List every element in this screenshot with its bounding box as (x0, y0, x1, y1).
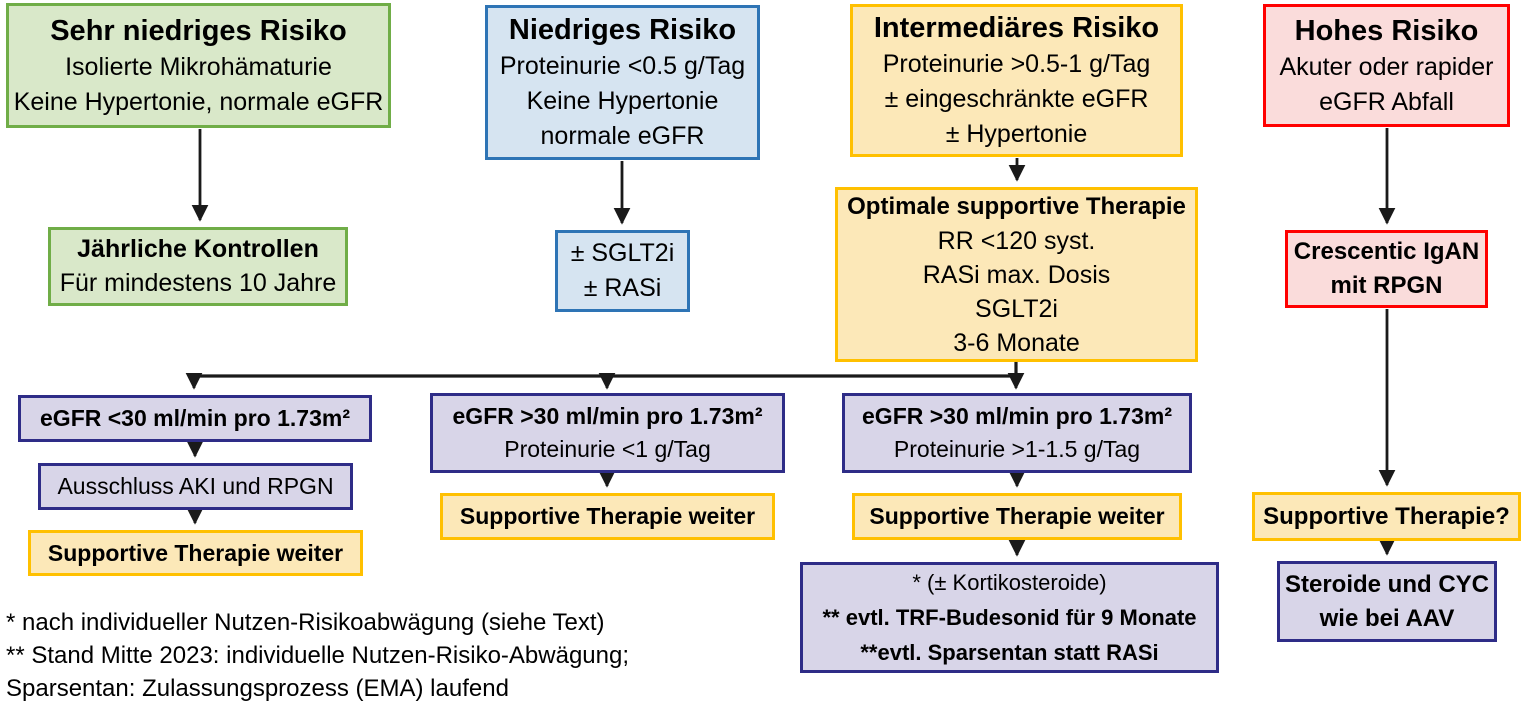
supportive-continue-box-mid: Supportive Therapie weiter (440, 493, 775, 540)
footnote-line: ** Stand Mitte 2023: individuelle Nutzen… (6, 642, 630, 669)
box-line: Supportive Therapie? (1263, 503, 1510, 530)
box-title: Niedriges Risiko (508, 14, 737, 46)
optimal-supportive-therapy-box: Optimale supportive Therapie RR <120 sys… (835, 187, 1198, 362)
box-line: wie bei AAV (1319, 604, 1455, 632)
box-line: Supportive Therapie weiter (47, 539, 344, 566)
high-supportive-question-box: Supportive Therapie? (1252, 492, 1521, 541)
box-line: Ausschluss AKI und RPGN (57, 473, 334, 499)
very-low-risk-header-box: Sehr niedriges Risiko Isolierte Mikrohäm… (6, 3, 391, 128)
box-line: 3-6 Monate (953, 328, 1080, 357)
box-line: Crescentic IgAN (1293, 238, 1480, 265)
supportive-continue-box-right: Supportive Therapie weiter (852, 493, 1182, 540)
box-line: Keine Hypertonie (526, 87, 719, 115)
box-line: mit RPGN (1330, 272, 1443, 299)
footnote-line: Sparsentan: Zulassungsprozess (EMA) lauf… (6, 675, 509, 702)
box-line: RR <120 syst. (937, 226, 1096, 255)
box-line: ± RASi (583, 274, 662, 302)
box-line: eGFR >30 ml/min pro 1.73m² (452, 403, 763, 429)
box-line: Proteinurie >0.5-1 g/Tag (882, 50, 1151, 78)
box-line: Proteinurie >1-1.5 g/Tag (893, 436, 1141, 462)
box-line: * (± Kortikosteroide) (912, 570, 1107, 595)
box-line: eGFR Abfall (1319, 87, 1454, 116)
box-line: Supportive Therapie weiter (459, 503, 756, 529)
exclude-aki-rpgn-box: Ausschluss AKI und RPGN (38, 463, 353, 510)
footnote-line: * nach individueller Nutzen-Risikoabwägu… (6, 609, 605, 636)
box-line: eGFR <30 ml/min pro 1.73m² (40, 405, 350, 431)
egfr-above-30-high-proteinuria-box: eGFR >30 ml/min pro 1.73m² Proteinurie >… (842, 393, 1192, 473)
box-line: SGLT2i (975, 294, 1058, 323)
annual-checkup-box: Jährliche Kontrollen Für mindestens 10 J… (48, 227, 348, 306)
box-line: RASi max. Dosis (922, 260, 1111, 289)
steroids-cyc-box: Steroide und CYC wie bei AAV (1277, 561, 1497, 642)
box-line: Für mindestens 10 Jahre (59, 268, 337, 297)
box-line: Proteinurie <0.5 g/Tag (499, 52, 746, 80)
box-title: Optimale supportive Therapie (847, 192, 1186, 220)
box-title: Sehr niedriges Risiko (50, 14, 347, 47)
intermediate-risk-header-box: Intermediäres Risiko Proteinurie >0.5-1 … (850, 4, 1183, 157)
supportive-continue-box-left: Supportive Therapie weiter (28, 530, 363, 576)
box-line: **evtl. Sparsentan statt RASi (860, 640, 1159, 665)
box-line: Proteinurie <1 g/Tag (504, 436, 711, 462)
footnotes: * nach individueller Nutzen-Risikoabwägu… (6, 606, 629, 705)
high-risk-header-box: Hohes Risiko Akuter oder rapider eGFR Ab… (1263, 4, 1510, 127)
box-title: Intermediäres Risiko (873, 12, 1160, 44)
crescentic-igan-box: Crescentic IgAN mit RPGN (1285, 230, 1488, 308)
box-line: Keine Hypertonie, normale eGFR (13, 87, 384, 116)
box-line: Akuter oder rapider (1279, 52, 1494, 81)
box-line: ± Hypertonie (945, 120, 1088, 148)
box-line: Isolierte Mikrohämaturie (65, 52, 332, 81)
box-line: ± eingeschränkte eGFR (884, 85, 1149, 113)
low-risk-header-box: Niedriges Risiko Proteinurie <0.5 g/Tag … (485, 5, 760, 160)
box-line: ± SGLT2i (570, 239, 675, 267)
branch-trunk-line (194, 362, 1018, 378)
box-line: Jährliche Kontrollen (77, 234, 319, 263)
box-line: Steroide und CYC (1284, 570, 1489, 598)
corticosteroids-budesonide-box: * (± Kortikosteroide) ** evtl. TRF-Budes… (800, 562, 1219, 673)
box-line: Supportive Therapie weiter (869, 503, 1165, 529)
egfr-below-30-box: eGFR <30 ml/min pro 1.73m² (18, 395, 372, 442)
box-line: eGFR >30 ml/min pro 1.73m² (862, 403, 1172, 429)
box-title: Hohes Risiko (1294, 14, 1479, 47)
box-line: ** evtl. TRF-Budesonid für 9 Monate (822, 605, 1197, 630)
egfr-above-30-low-proteinuria-box: eGFR >30 ml/min pro 1.73m² Proteinurie <… (430, 393, 785, 473)
sglt2i-rasi-box: ± SGLT2i ± RASi (555, 230, 690, 312)
box-line: normale eGFR (540, 122, 705, 150)
